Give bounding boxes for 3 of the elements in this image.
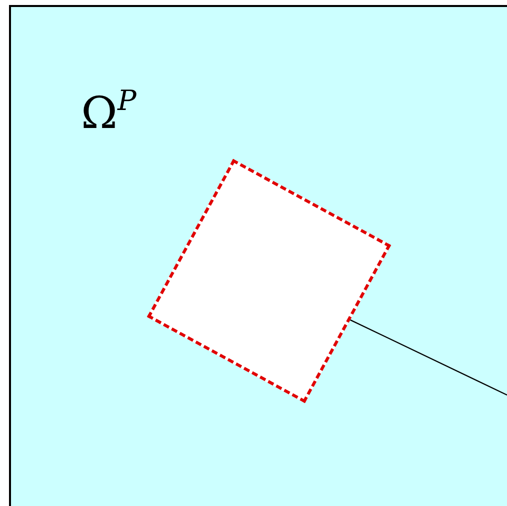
region-label: Ω$^{P}$	[81, 87, 136, 136]
domain-region	[9, 5, 507, 506]
leader-line	[350, 319, 507, 396]
